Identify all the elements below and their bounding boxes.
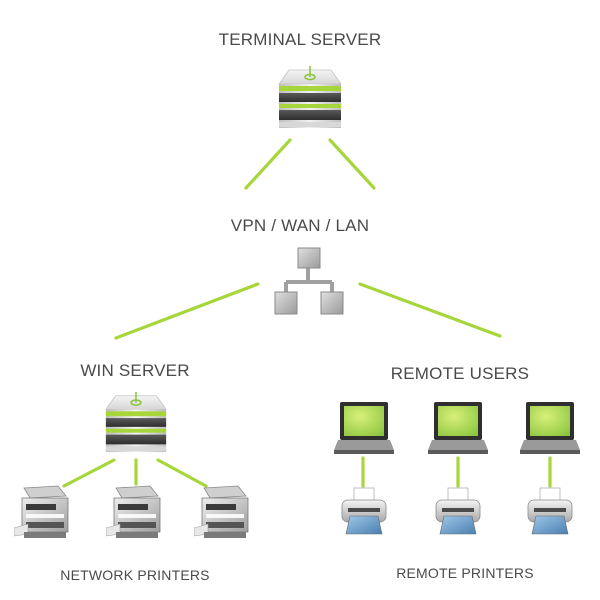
link-network-remoteusers <box>358 282 502 338</box>
laptop-icon <box>520 402 580 454</box>
multifunction-printer-icon <box>106 485 161 538</box>
win-server-label: WIN SERVER <box>80 361 190 380</box>
link-terminal-network-right <box>328 138 376 190</box>
network-printers-label: NETWORK PRINTERS <box>60 567 210 583</box>
inkjet-printer-icon <box>527 487 573 535</box>
link-winserver-printer-3 <box>156 458 208 488</box>
server-icon <box>105 391 167 453</box>
laptop-icon <box>428 402 488 454</box>
multifunction-printer-icon <box>194 485 249 538</box>
link-terminal-network-left <box>244 138 292 190</box>
multifunction-printer-icon <box>14 485 69 538</box>
laptop-icon <box>334 402 394 454</box>
inkjet-printer-icon <box>435 487 481 535</box>
terminal-server-label: TERMINAL SERVER <box>218 30 382 49</box>
link-winserver-printer-1 <box>62 458 116 488</box>
link-network-winserver <box>114 282 260 340</box>
network-hub-icon <box>274 247 344 315</box>
remote-users-label: REMOTE USERS <box>390 364 530 383</box>
network-label: VPN / WAN / LAN <box>230 216 370 235</box>
server-icon <box>278 66 342 128</box>
inkjet-printer-icon <box>341 487 387 535</box>
remote-printers-label: REMOTE PRINTERS <box>396 565 534 581</box>
